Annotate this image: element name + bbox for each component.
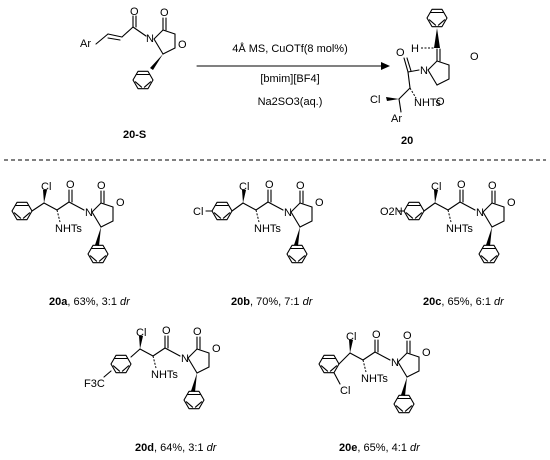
o-label: O xyxy=(372,329,381,341)
o-label: O xyxy=(97,180,106,192)
reactant-20S: Ar O N O O 20-S xyxy=(80,6,187,141)
caption-20b: 20b, 70%, 7:1 dr xyxy=(231,296,314,308)
h-label: H xyxy=(411,43,419,55)
caption-20a: 20a, 63%, 3:1 dr xyxy=(49,296,131,308)
n-label: N xyxy=(146,33,154,45)
o-label: O xyxy=(193,326,202,338)
ar-label: Ar xyxy=(80,38,91,50)
caption-20c: 20c, 65%, 6:1 dr xyxy=(423,296,505,308)
ar-label: Ar xyxy=(391,113,402,125)
nhts-label: NHTs xyxy=(151,369,178,381)
o-label: O xyxy=(403,330,412,342)
nhts-label: NHTs xyxy=(254,223,281,235)
cl-label: Cl xyxy=(370,94,380,106)
compound-20a: Cl NHTs O N O O 20a, 63%, 3:1 dr xyxy=(11,179,131,308)
o-label: O xyxy=(488,180,497,192)
reaction-arrow xyxy=(196,62,390,70)
product-20: H N O O O NHTs Cl Ar 20 xyxy=(370,8,479,147)
o-label: O xyxy=(507,197,516,209)
o-label: O xyxy=(265,179,274,191)
cl-substituent: Cl xyxy=(193,206,203,218)
o-label: O xyxy=(436,96,445,108)
ortho-cl-substituent: Cl xyxy=(340,385,350,397)
o2n-substituent: O2N xyxy=(380,206,403,218)
condition-3: Na2SO3(aq.) xyxy=(258,96,323,108)
n-label: N xyxy=(420,65,428,77)
o-label: O xyxy=(160,7,169,19)
product-label: 20 xyxy=(401,135,413,147)
compound-20d: F3C Cl NHTs O N O O 20d, 64%, 3:1 dr xyxy=(84,325,221,454)
cl-label: Cl xyxy=(346,331,356,343)
o-label: O xyxy=(296,180,305,192)
n-label: N xyxy=(85,207,93,219)
o-label: O xyxy=(178,39,187,51)
condition-2: [bmim][BF4] xyxy=(260,73,319,85)
n-label: N xyxy=(284,207,292,219)
caption-20e: 20e, 65%, 4:1 dr xyxy=(339,442,421,454)
caption-20d: 20d, 64%, 3:1 dr xyxy=(135,442,218,454)
cl-label: Cl xyxy=(136,327,146,339)
compound-20c: O2N Cl NHTs O N O O 20c, 65%, 6:1 dr xyxy=(380,179,516,308)
o-label: O xyxy=(130,6,139,18)
f3c-substituent: F3C xyxy=(84,378,105,390)
n-label: N xyxy=(391,357,399,369)
compound-20e: Cl Cl NHTs O N O O 20e, 65%, 4:1 dr xyxy=(318,329,431,454)
o-label: O xyxy=(457,179,466,191)
nhts-label: NHTs xyxy=(55,223,82,235)
o-label: O xyxy=(470,51,479,63)
n-label: N xyxy=(476,207,484,219)
o-label: O xyxy=(422,347,431,359)
o-label: O xyxy=(315,197,324,209)
cl-label: Cl xyxy=(41,181,51,193)
condition-1: 4Å MS, CuOTf(8 mol%) xyxy=(232,42,348,55)
nhts-label: NHTs xyxy=(361,373,388,385)
cl-label: Cl xyxy=(239,181,249,193)
reactant-label: 20-S xyxy=(123,129,146,141)
o-label: O xyxy=(396,47,405,59)
n-label: N xyxy=(181,353,189,365)
nhts-label: NHTs xyxy=(414,97,441,109)
cl-label: Cl xyxy=(431,181,441,193)
nhts-label: NHTs xyxy=(446,223,473,235)
o-label: O xyxy=(212,343,221,355)
reaction-conditions: 4Å MS, CuOTf(8 mol%) [bmim][BF4] Na2SO3(… xyxy=(232,42,348,108)
compound-20b: Cl Cl NHTs O N O O 20b, 70%, 7:1 dr xyxy=(193,179,324,308)
o-label: O xyxy=(66,179,75,191)
o-label: O xyxy=(162,325,171,337)
o-label: O xyxy=(116,197,125,209)
